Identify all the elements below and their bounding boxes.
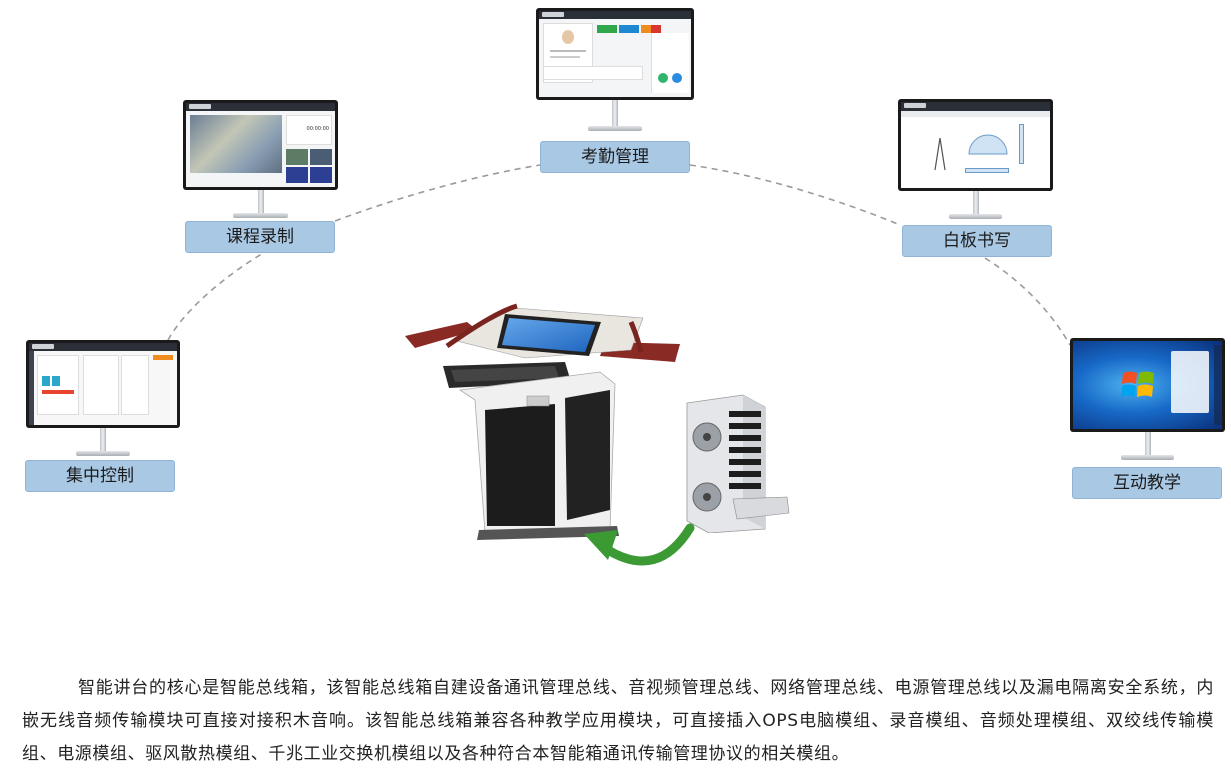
label-whiteboard: 白板书写 bbox=[902, 225, 1052, 257]
insert-arrow bbox=[584, 523, 695, 566]
windows-logo-icon bbox=[1121, 371, 1154, 397]
monitor-central-control bbox=[26, 340, 180, 456]
description-paragraph: 智能讲台的核心是智能总线箱，该智能总线箱自建设备通讯管理总线、音视频管理总线、网… bbox=[22, 678, 1214, 764]
monitor-recording: 00:00:00 bbox=[183, 100, 338, 218]
label-recording: 课程录制 bbox=[185, 221, 335, 253]
smart-podium bbox=[405, 303, 680, 540]
label-attendance: 考勤管理 bbox=[540, 141, 690, 173]
monitor-attendance bbox=[536, 8, 694, 131]
label-interactive: 互动教学 bbox=[1072, 467, 1222, 499]
recording-timer: 00:00:00 bbox=[306, 126, 329, 132]
ruler-icon bbox=[965, 168, 1009, 173]
monitor-interactive bbox=[1070, 338, 1225, 460]
label-central-control: 集中控制 bbox=[25, 460, 175, 492]
protractor-icon bbox=[968, 134, 1008, 155]
smart-bus-box bbox=[686, 394, 790, 533]
monitor-whiteboard bbox=[898, 99, 1053, 219]
compass-icon bbox=[934, 137, 946, 171]
